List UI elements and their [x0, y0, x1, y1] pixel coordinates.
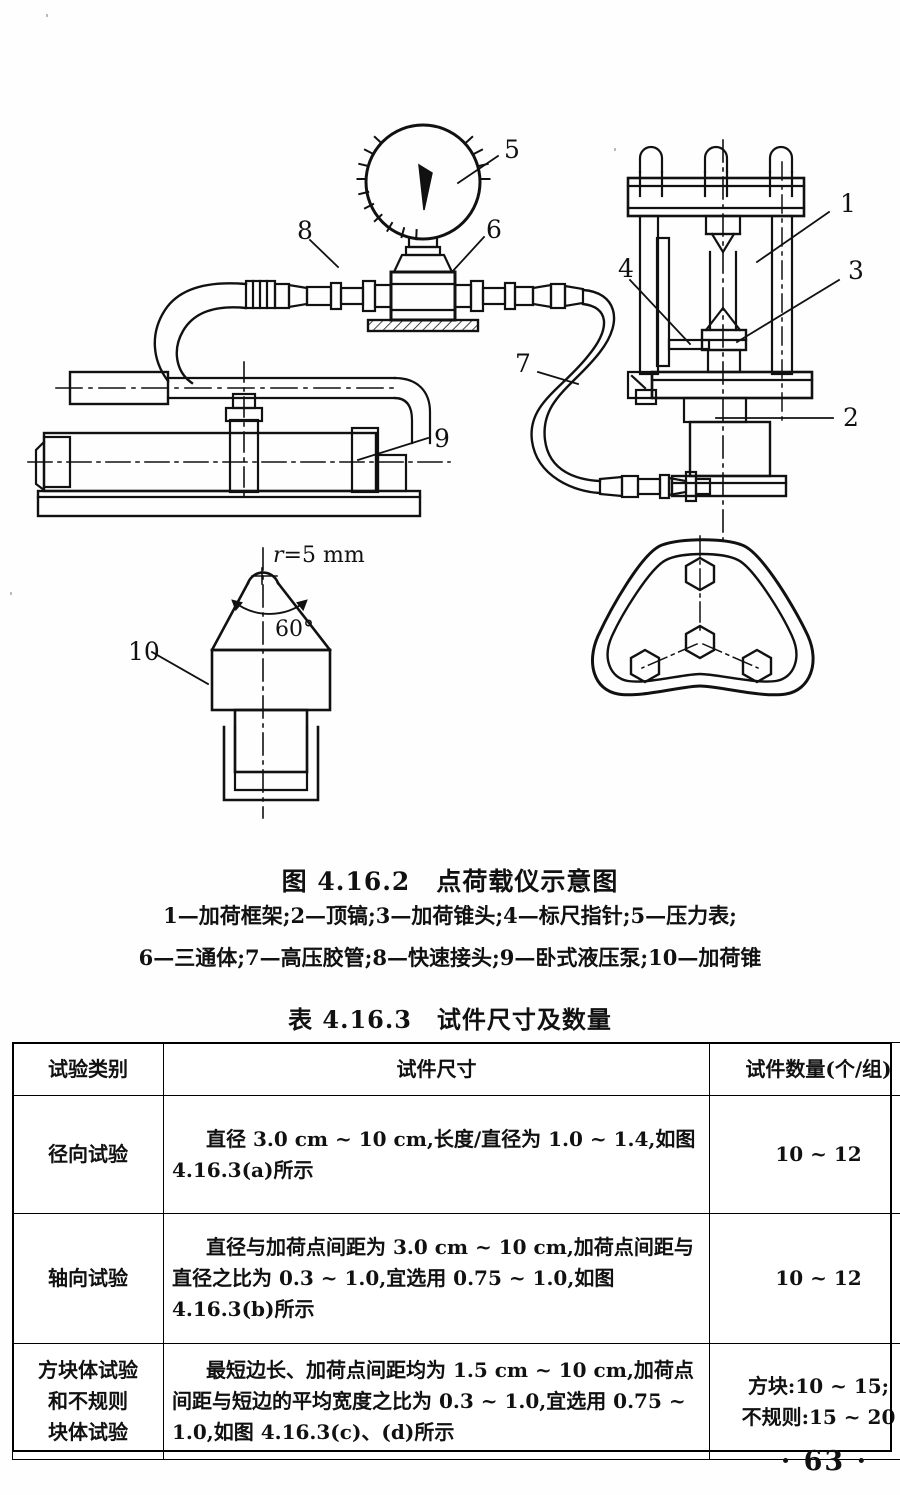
callout-6: 6: [486, 215, 502, 244]
high-pressure-hose-left: [153, 282, 248, 385]
callout-1: 1: [840, 189, 856, 218]
callout-4: 4: [618, 254, 634, 283]
table-row: 方块体试验 和不规则 块体试验 最短边长、加荷点间距均为 1.5 cm ~ 10…: [12, 1343, 900, 1460]
cell-test-type: 径向试验: [12, 1095, 164, 1214]
cell-line: 块体试验: [48, 1420, 128, 1444]
cell-test-type: 方块体试验 和不规则 块体试验: [12, 1343, 164, 1460]
hose-end-coupling-right: [598, 470, 712, 503]
figure-legend-line-2: 6—三通体;7—高压胶管;8—快速接头;9—卧式液压泵;10—加荷锥: [138, 945, 762, 970]
callout-5: 5: [504, 135, 520, 164]
figure-title: 图 4.16.2 点荷载仪示意图: [281, 867, 619, 896]
pressure-gauge: [356, 123, 491, 274]
figure-legend-line-1: 1—加荷框架;2—顶镐;3—加荷锥头;4—标尺指针;5—压力表;: [163, 903, 737, 928]
radius-dimension-label: r=5 mm: [273, 543, 365, 568]
loading-cone-detail: [150, 547, 332, 819]
callout-10: 10: [128, 637, 160, 666]
callout-9: 9: [434, 424, 450, 453]
figure-4-16-2-diagram: 1 2 3 4 5 6 7 8 9 10 r=5 mm 60°: [27, 123, 864, 819]
table-row: 径向试验 直径 3.0 cm ~ 10 cm,长度/直径为 1.0 ~ 1.4,…: [12, 1095, 900, 1214]
high-pressure-hose-right: [530, 288, 616, 495]
callout-7: 7: [515, 349, 531, 378]
column-header-specimen-quantity: 试件数量(个/组): [709, 1042, 900, 1096]
cell-line: 和不规则: [48, 1389, 128, 1413]
cell-specimen-quantity: 10 ~ 12: [709, 1095, 900, 1214]
cell-specimen-size: 直径与加荷点间距为 3.0 cm ~ 10 cm,加荷点间距与直径之比为 0.3…: [163, 1213, 710, 1344]
cell-line: 不规则:15 ~ 20: [741, 1404, 896, 1429]
table-row: 轴向试验 直径与加荷点间距为 3.0 cm ~ 10 cm,加荷点间距与直径之比…: [12, 1213, 900, 1344]
scan-speck: [46, 14, 48, 17]
left-quick-coupling: [244, 279, 393, 313]
table-title: 表 4.16.3 试件尺寸及数量: [288, 1005, 612, 1034]
column-header-specimen-size: 试件尺寸: [163, 1042, 710, 1096]
scan-speck: [614, 148, 616, 151]
angle-dimension-label: 60°: [275, 617, 314, 642]
cell-line: 方块体试验: [38, 1358, 138, 1382]
callout-leaders: [308, 154, 841, 462]
cell-specimen-size: 直径 3.0 cm ~ 10 cm,长度/直径为 1.0 ~ 1.4,如图 4.…: [163, 1095, 710, 1214]
triangular-base-plate-plan: [590, 535, 815, 697]
horizontal-hydraulic-pump: [27, 361, 451, 518]
cell-line: 方块:10 ~ 15;: [747, 1373, 890, 1398]
cell-specimen-size: 最短边长、加荷点间距均为 1.5 cm ~ 10 cm,加荷点间距与短边的平均宽…: [163, 1343, 710, 1460]
callout-2: 2: [843, 403, 859, 432]
loading-frame: [626, 139, 814, 541]
table-header-row: 试验类别 试件尺寸 试件数量(个/组): [12, 1042, 900, 1096]
page-number: · 63 ·: [780, 1446, 868, 1477]
right-quick-coupling: [453, 279, 585, 313]
callout-3: 3: [848, 256, 864, 285]
cell-specimen-quantity: 方块:10 ~ 15; 不规则:15 ~ 20: [709, 1343, 900, 1460]
tee-body-block: [366, 270, 480, 333]
specimen-size-quantity-table: 试验类别 试件尺寸 试件数量(个/组) 径向试验 直径 3.0 cm ~ 10 …: [12, 1042, 900, 1460]
cell-specimen-quantity: 10 ~ 12: [709, 1213, 900, 1344]
point-load-apparatus-drawing: 1 2 3 4 5 6 7 8 9 10 r=5 mm 60°: [27, 123, 864, 819]
callout-8: 8: [297, 216, 313, 245]
scan-speck: [10, 592, 12, 595]
column-header-test-type: 试验类别: [12, 1042, 164, 1096]
cell-test-type: 轴向试验: [12, 1213, 164, 1344]
